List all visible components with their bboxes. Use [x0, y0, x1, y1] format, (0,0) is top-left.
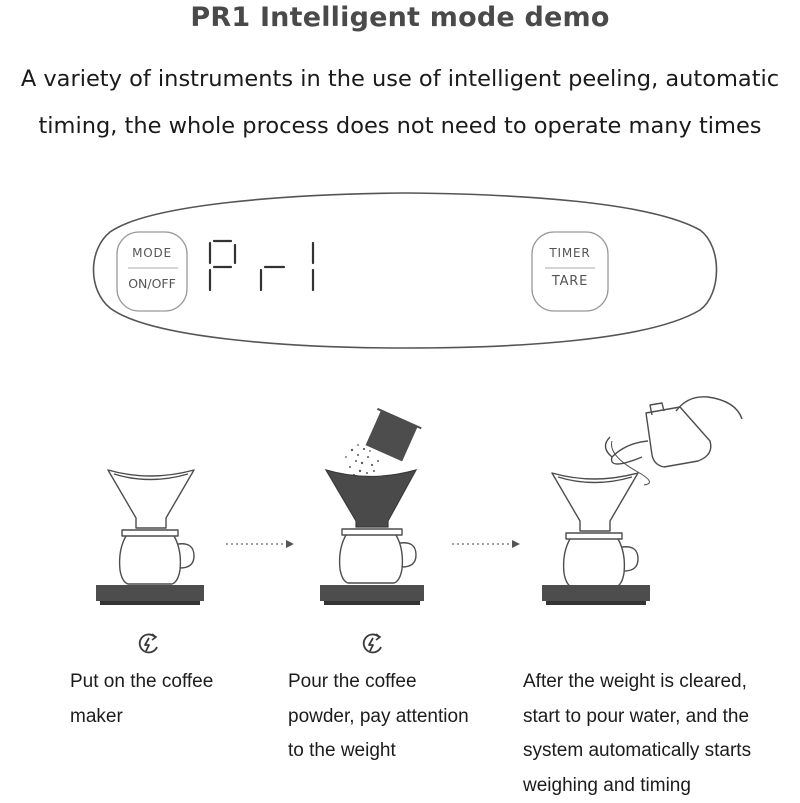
- scale-panel-outline: [90, 190, 720, 350]
- mode-label: MODE: [112, 246, 192, 260]
- segment-display: [210, 241, 313, 290]
- step2-caption-line: powder, pay attention: [288, 700, 469, 735]
- timer-tare-button[interactable]: [532, 232, 608, 311]
- step1-caption-line: maker: [70, 700, 213, 735]
- page-title: PR1 Intelligent mode demo: [0, 2, 800, 33]
- subtitle-line-1: A variety of instruments in the use of i…: [0, 66, 800, 92]
- mode-button[interactable]: [117, 232, 187, 311]
- step2-caption-line: to the weight: [288, 734, 469, 769]
- step3-caption-line: weighing and timing: [523, 769, 751, 803]
- step1-caption-line: Put on the coffee: [70, 665, 213, 700]
- arrow-step1-to-step2: [226, 538, 296, 550]
- scale-base: [320, 585, 424, 601]
- power-cycle-icon: [135, 631, 161, 657]
- dripper: [552, 473, 638, 531]
- step3-caption-line: system automatically starts: [523, 734, 751, 769]
- dripper-filled: [326, 470, 416, 527]
- subtitle-line-2: timing, the whole process does not need …: [0, 113, 800, 139]
- on-off-label: ON/OFF: [112, 276, 192, 291]
- step3-illustration: [538, 385, 753, 610]
- carafe: [340, 535, 403, 583]
- scale-base: [96, 585, 204, 601]
- step1-caption: Put on the coffee maker: [70, 665, 213, 734]
- step3-caption-line: start to pour water, and the: [523, 700, 751, 735]
- step2-caption-line: Pour the coffee: [288, 665, 469, 700]
- kettle: [646, 407, 711, 467]
- step1-illustration: [90, 460, 210, 610]
- tare-label: TARE: [530, 274, 610, 289]
- timer-label: TIMER: [530, 246, 610, 260]
- carafe: [120, 536, 181, 584]
- step2-illustration: [312, 405, 432, 610]
- scale-panel: MODE ON/OFF TIMER TARE: [90, 190, 720, 350]
- step2-caption: Pour the coffee powder, pay attention to…: [288, 665, 469, 769]
- scale-base: [542, 585, 650, 601]
- power-cycle-icon: [359, 631, 385, 657]
- coffee-bag: [366, 410, 418, 461]
- carafe: [564, 539, 625, 587]
- step3-caption-line: After the weight is cleared,: [523, 665, 751, 700]
- arrow-step2-to-step3: [452, 538, 522, 550]
- step3-caption: After the weight is cleared, start to po…: [523, 665, 751, 803]
- dripper: [108, 470, 194, 528]
- water-stream: [612, 441, 650, 485]
